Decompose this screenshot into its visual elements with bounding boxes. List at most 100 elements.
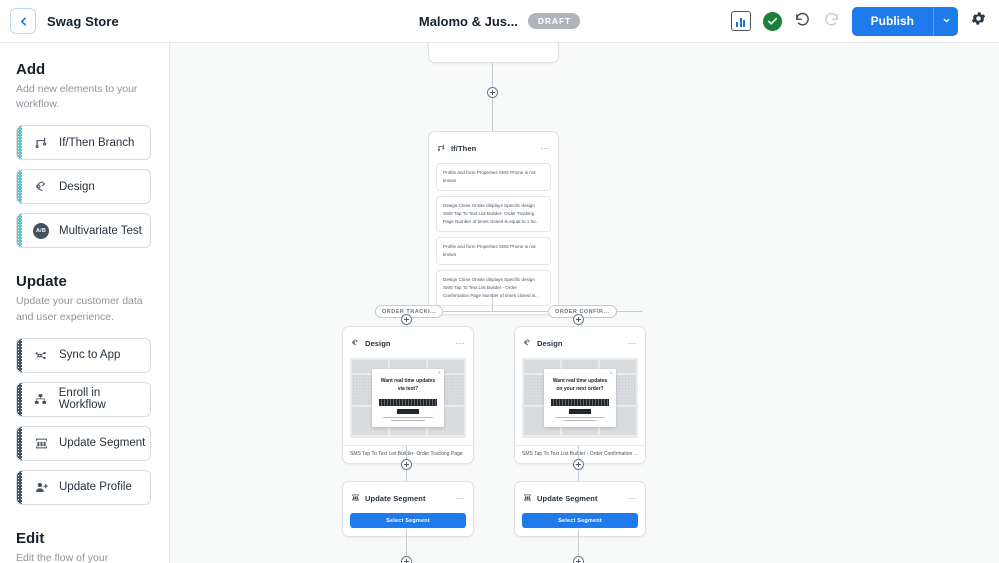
select-segment-button[interactable]: Select Segment <box>522 513 638 528</box>
modal-headline: Want real time updates on your next orde… <box>552 378 608 393</box>
workflow-node-above[interactable] <box>428 43 559 63</box>
modal-headline: Want real time updates via text? <box>380 378 436 393</box>
palette-item-label: Update Segment <box>59 437 146 450</box>
node-title: Design <box>537 338 563 348</box>
condition-item[interactable]: Profile and form Properties SMS Phone is… <box>436 237 551 266</box>
more-icon[interactable]: ⋯ <box>540 143 550 153</box>
publish-dropdown-button[interactable] <box>933 6 958 36</box>
sync-icon <box>26 348 56 363</box>
redo-icon <box>823 10 840 32</box>
palette-item-design[interactable]: Design <box>16 169 151 205</box>
header-center-group: Malomo & Jus... DRAFT <box>0 13 999 29</box>
condition-item[interactable]: Profile and form Properties SMS Phone is… <box>436 163 551 192</box>
palette-item-label: If/Then Branch <box>59 136 135 149</box>
store-name: Swag Store <box>47 13 119 29</box>
palette-section-edit: Edit Edit the flow of your customer <box>16 530 151 563</box>
section-title: Update <box>16 273 67 291</box>
spacer <box>16 257 151 273</box>
app-header: Swag Store Malomo & Jus... DRAFT <box>0 0 999 43</box>
segment-icon <box>26 436 56 451</box>
palette-item-enroll-in-workflow[interactable]: Enroll in Workflow <box>16 381 151 417</box>
more-icon[interactable]: ⋯ <box>455 493 465 503</box>
select-segment-button[interactable]: Select Segment <box>350 513 466 528</box>
drag-grip[interactable] <box>17 126 22 160</box>
connector-line <box>406 530 407 558</box>
segment-icon <box>523 489 532 507</box>
branch-icon <box>26 135 56 150</box>
palette-item-sync-to-app[interactable]: Sync to App <box>16 337 151 373</box>
redo-button[interactable] <box>823 10 840 32</box>
more-icon[interactable]: ⋯ <box>455 338 465 348</box>
more-icon[interactable]: ⋯ <box>627 493 637 503</box>
status-badge: DRAFT <box>527 13 581 29</box>
design-icon <box>351 334 360 352</box>
publish-button[interactable]: Publish <box>851 6 933 36</box>
condition-item[interactable]: Design Close Onsite displays Specific de… <box>436 270 551 307</box>
drag-grip[interactable] <box>17 338 22 372</box>
palette-section-update: Update Update your customer data and use… <box>16 273 151 505</box>
workflow-title: Malomo & Jus... <box>418 13 518 29</box>
validation-status-button[interactable] <box>762 11 782 31</box>
node-header: Update Segment ⋯ <box>515 482 645 513</box>
modal-cta-preview <box>569 408 591 414</box>
section-title: Add <box>16 61 46 78</box>
node-title: Update Segment <box>365 493 426 503</box>
node-caption: SMS Tap To Text List Builder - Order Con… <box>515 445 645 463</box>
palette-item-multivariate-test[interactable]: A/B Multivariate Test <box>16 213 151 249</box>
design-icon <box>523 334 532 352</box>
workflow-icon <box>26 392 56 407</box>
analytics-button[interactable] <box>730 11 751 31</box>
add-step-button[interactable] <box>573 459 584 470</box>
node-header: If/Then ⋯ <box>429 132 558 163</box>
drag-grip[interactable] <box>17 214 22 248</box>
add-step-button[interactable] <box>487 87 498 98</box>
settings-button[interactable] <box>970 10 987 32</box>
modal-fineprint <box>563 419 597 421</box>
close-icon: ✕ <box>609 370 613 375</box>
section-title: Edit <box>16 529 45 547</box>
design-modal-preview: ✕ Want real time updates via text? <box>372 369 444 427</box>
undo-icon <box>794 10 811 32</box>
workflow-canvas[interactable]: If/Then ⋯ Profile and form Properties SM… <box>170 43 999 563</box>
more-icon[interactable]: ⋯ <box>627 338 637 348</box>
bar-chart-icon <box>730 11 751 31</box>
add-step-button[interactable] <box>573 556 584 563</box>
check-circle-icon <box>762 11 782 31</box>
drag-grip[interactable] <box>17 470 22 504</box>
node-if-then[interactable]: If/Then ⋯ Profile and form Properties SM… <box>428 131 559 316</box>
profile-add-icon <box>26 480 56 495</box>
add-step-button[interactable] <box>401 314 412 325</box>
back-button[interactable] <box>10 8 36 34</box>
header-actions: Publish <box>730 6 987 36</box>
segment-icon <box>351 489 360 507</box>
modal-input-preview <box>551 398 609 406</box>
node-header: Design ⋯ <box>515 327 645 358</box>
modal-fineprint <box>383 416 433 418</box>
close-icon: ✕ <box>437 370 441 375</box>
drag-grip[interactable] <box>17 382 22 416</box>
add-step-button[interactable] <box>573 314 584 325</box>
node-update-segment-left[interactable]: Update Segment ⋯ Select Segment <box>342 481 474 537</box>
add-step-button[interactable] <box>401 556 412 563</box>
modal-cta-preview <box>397 408 419 414</box>
undo-button[interactable] <box>794 10 811 32</box>
palette-item-update-segment[interactable]: Update Segment <box>16 425 151 461</box>
drag-grip[interactable] <box>17 170 22 204</box>
node-update-segment-right[interactable]: Update Segment ⋯ Select Segment <box>514 481 646 537</box>
design-modal-preview: ✕ Want real time updates on your next or… <box>544 369 616 427</box>
condition-item[interactable]: Design Close Onsite displays Specific de… <box>436 196 551 233</box>
branch-icon <box>437 139 446 157</box>
ab-test-badge: A/B <box>33 222 49 239</box>
palette-item-if-then-branch[interactable]: If/Then Branch <box>16 125 151 161</box>
node-design-order-confirmation[interactable]: Design ⋯ ✕ <box>514 326 646 464</box>
spacer <box>16 514 151 530</box>
palette-item-update-profile[interactable]: Update Profile <box>16 469 151 505</box>
add-step-button[interactable] <box>401 459 412 470</box>
node-title: Design <box>365 338 391 348</box>
palette-item-label: Enroll in Workflow <box>58 387 106 412</box>
node-design-order-tracking[interactable]: Design ⋯ ✕ <box>342 326 474 464</box>
drag-grip[interactable] <box>17 426 22 460</box>
palette-item-label: Sync to App <box>59 349 121 362</box>
modal-fineprint <box>555 416 605 418</box>
